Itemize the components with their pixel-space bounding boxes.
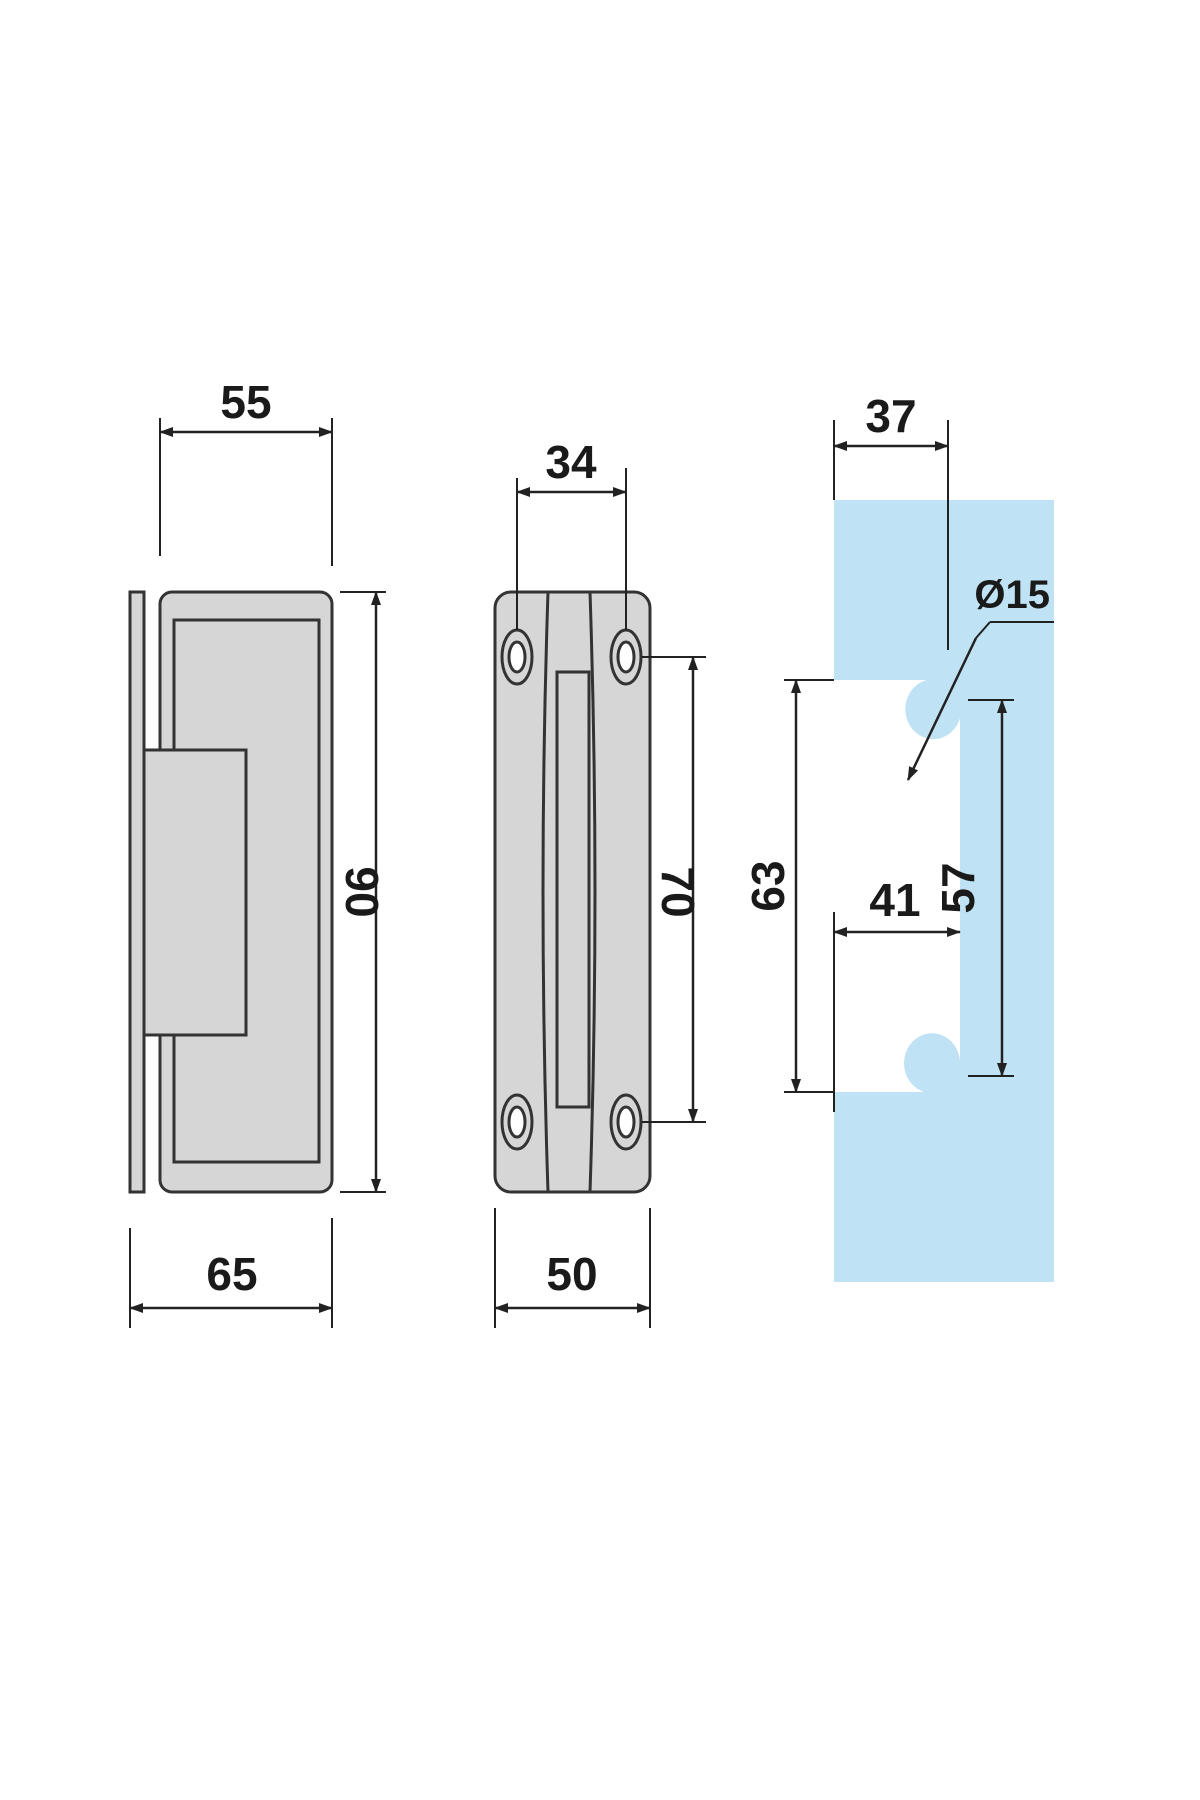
dim-label-55: 55 <box>220 376 271 428</box>
wall-plate-strip <box>128 590 146 1194</box>
glass-panel <box>834 500 1054 1282</box>
dim-label-65: 65 <box>206 1248 257 1300</box>
screw-hole-bottom-right <box>609 1093 643 1151</box>
dim-label-41: 41 <box>869 874 920 926</box>
screw-hole-top-left <box>500 628 534 686</box>
dim-label-90: 90 <box>336 866 388 917</box>
dim-label-diameter: Ø15 <box>974 573 1050 617</box>
glass-cutout-view: 37 Ø15 63 41 57 <box>742 390 1054 1282</box>
front-view: 34 70 50 <box>493 436 706 1328</box>
dim-label-57: 57 <box>932 862 984 913</box>
leader-diameter <box>906 637 978 781</box>
dim-label-37: 37 <box>865 390 916 442</box>
clamp-block <box>142 748 248 1037</box>
screw-hole-bottom-left <box>500 1093 534 1151</box>
side-view: 55 90 65 <box>128 376 388 1328</box>
dim-label-34: 34 <box>545 436 597 488</box>
dim-label-50: 50 <box>546 1248 597 1300</box>
dim-label-63: 63 <box>742 860 794 911</box>
hinge-front-body <box>493 590 652 1194</box>
screw-hole-top-right <box>609 628 643 686</box>
hinge-knuckle <box>541 591 597 1193</box>
dim-label-70: 70 <box>652 866 704 917</box>
leader-diameter-tail <box>975 621 991 639</box>
